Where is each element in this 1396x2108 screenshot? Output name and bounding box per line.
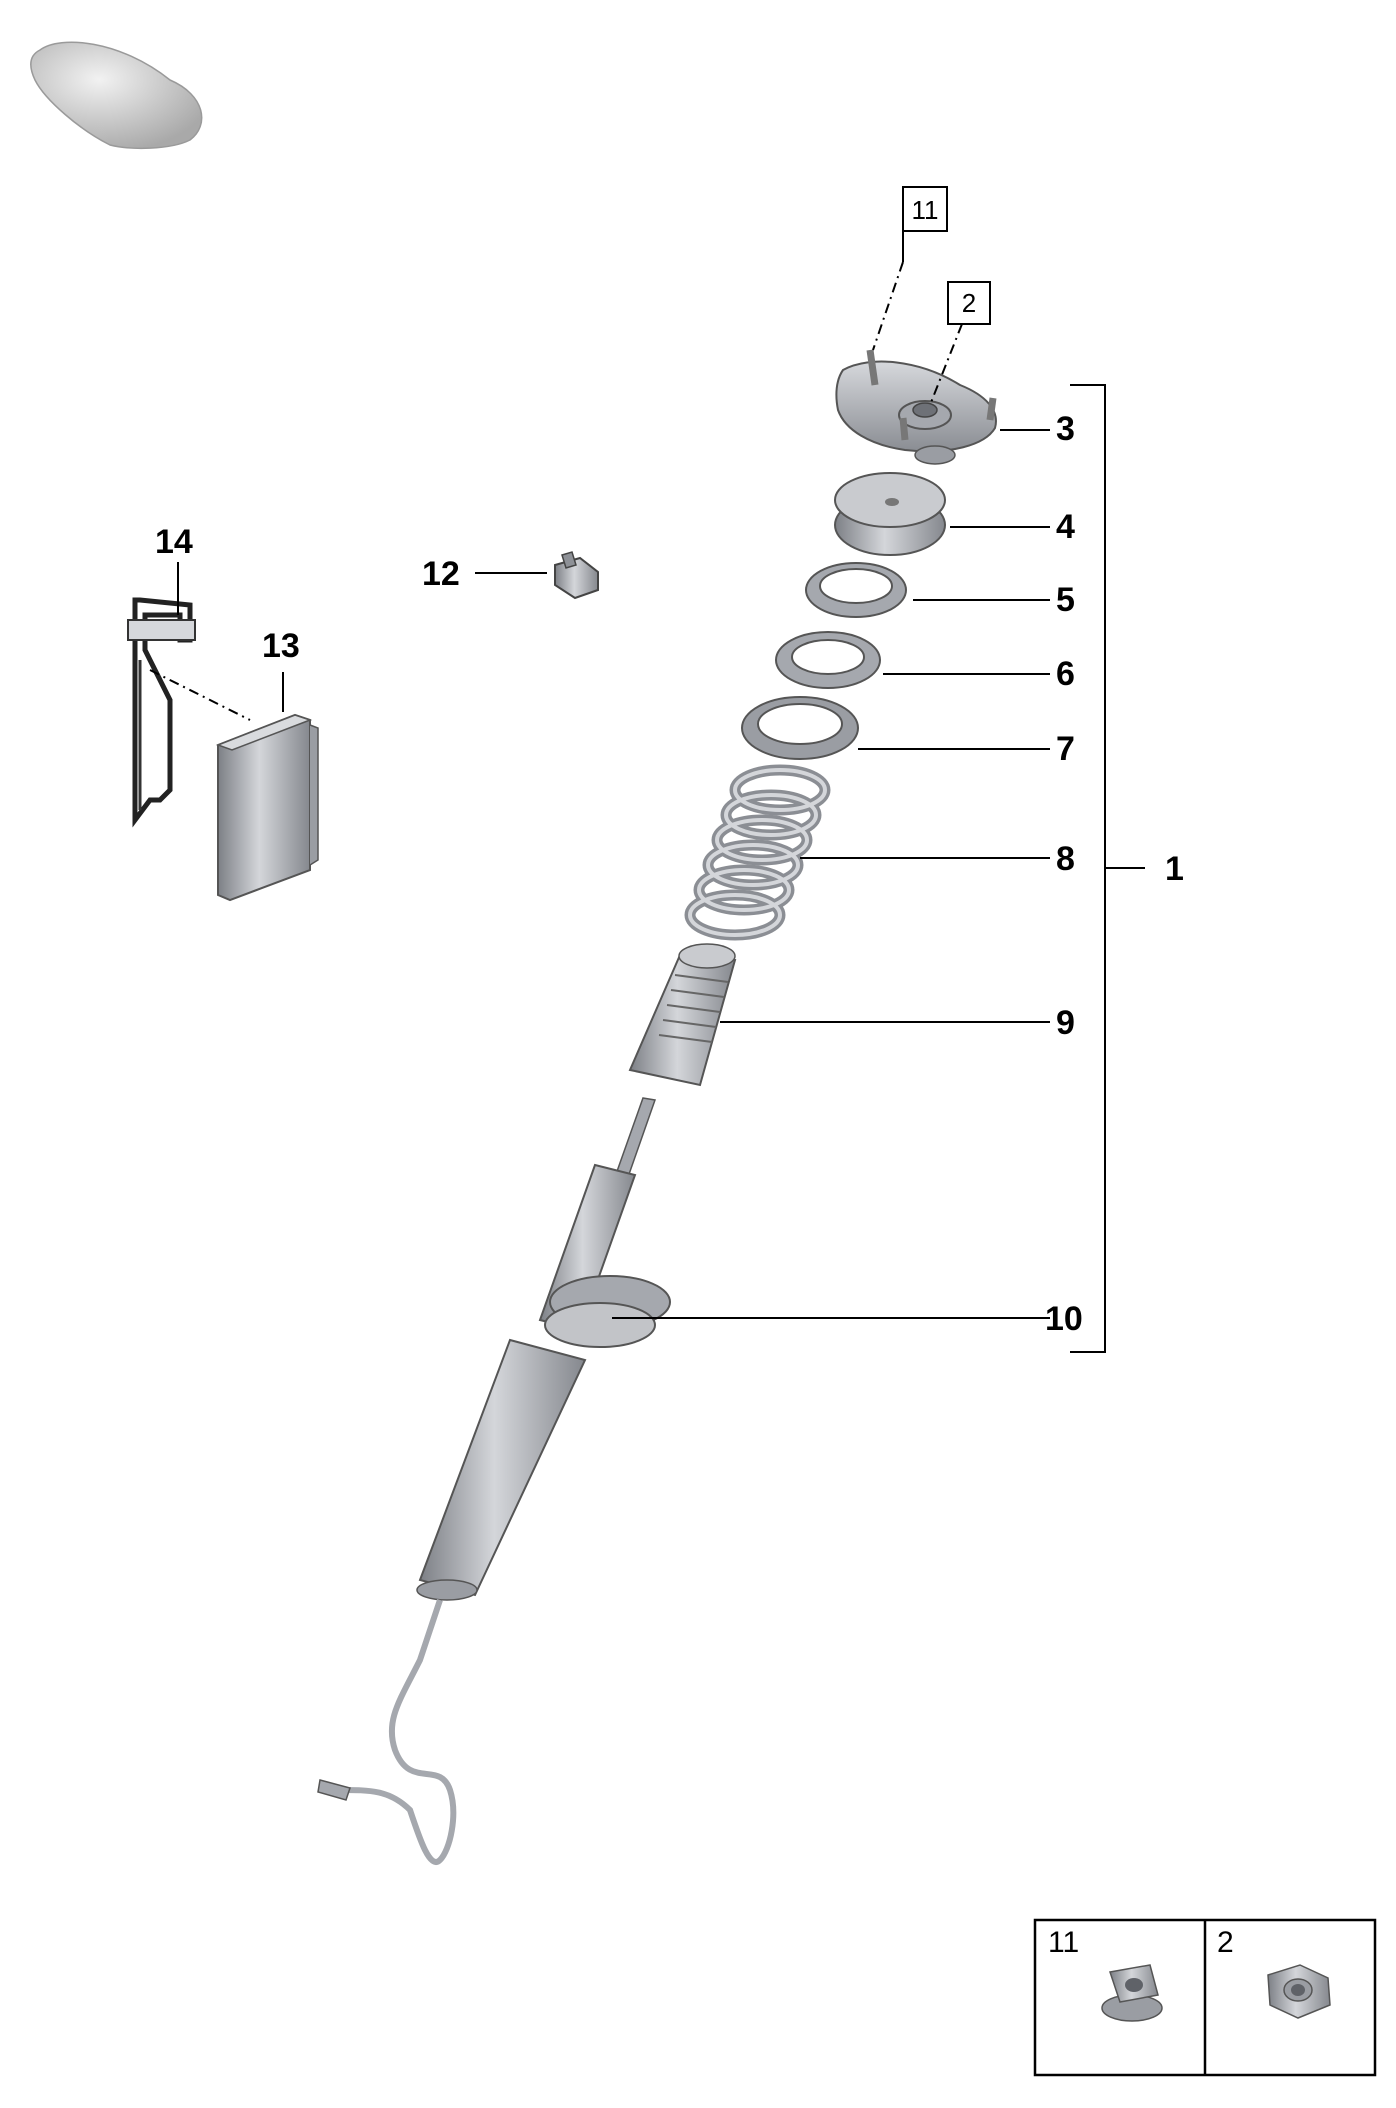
callout-5: 5	[1056, 581, 1075, 619]
callout-12: 12	[422, 555, 460, 593]
boxed-ref-2-label: 2	[962, 288, 976, 318]
callout-10: 10	[1045, 1300, 1083, 1338]
boxed-ref-11-label: 11	[912, 195, 939, 225]
bracket-part-14	[127, 597, 196, 828]
spring-pad-part-7	[741, 696, 859, 760]
bearing-ring-part-5	[805, 562, 907, 618]
assembly-bracket-1	[1070, 384, 1106, 1353]
assembly-centerline-13-14	[149, 669, 251, 721]
connector-part-12	[554, 551, 599, 600]
spring-cap-part-4	[834, 472, 946, 556]
flange-nut-icon	[1101, 1964, 1163, 2022]
boxed-ref-11	[902, 186, 948, 232]
top-mount-part-3	[835, 349, 997, 465]
callout-6: 6	[1056, 655, 1075, 693]
callout-7: 7	[1056, 730, 1075, 768]
hardware-cell-label-2: 2	[1217, 1926, 1234, 1959]
leader-11	[872, 261, 904, 351]
callout-14: 14	[155, 523, 193, 561]
vehicle-icon	[30, 41, 203, 150]
callout-9: 9	[1056, 1004, 1075, 1042]
leader-2	[929, 323, 963, 406]
boxed-ref-2	[947, 281, 991, 325]
control-unit-part-13	[215, 713, 319, 902]
callout-13: 13	[262, 627, 300, 665]
bump-stop-part-9	[628, 943, 737, 1087]
hex-nut-icon	[1267, 1964, 1331, 2019]
callout-1: 1	[1165, 850, 1184, 888]
callout-8: 8	[1056, 840, 1075, 878]
callout-4: 4	[1056, 508, 1075, 546]
callout-3: 3	[1056, 410, 1075, 448]
hardware-cell-label-11: 11	[1048, 1926, 1079, 1959]
shock-absorber-part-10	[317, 1097, 671, 1865]
hardware-table: 11 2	[1033, 1918, 1377, 2077]
seat-ring-part-6	[775, 631, 881, 689]
coil-spring-highlight	[688, 768, 827, 937]
